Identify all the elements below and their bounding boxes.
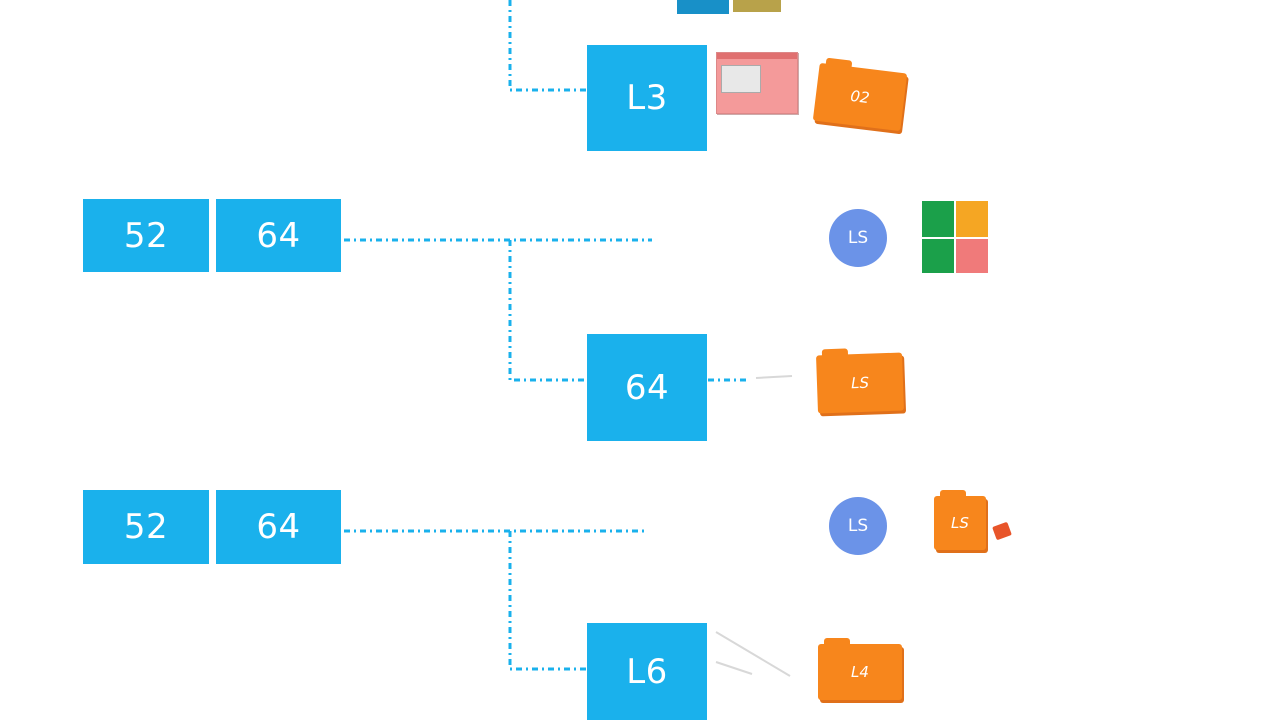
- node-row2-child[interactable]: 64: [587, 334, 707, 441]
- node-row2-a-label: 52: [123, 215, 169, 256]
- top-tile-olive: [733, 0, 781, 12]
- node-row2-child-label: 64: [624, 367, 670, 408]
- node-row3-child[interactable]: L6: [587, 623, 707, 720]
- node-l3-label: L3: [626, 78, 668, 118]
- top-tile-blue: [677, 0, 729, 14]
- node-row3-b-label: 64: [256, 507, 301, 547]
- node-row3-a-label: 52: [123, 507, 169, 547]
- connector-top: [508, 0, 586, 92]
- badge-row2[interactable]: LS: [829, 209, 887, 267]
- badge-row3-label: LS: [847, 516, 869, 536]
- node-row3-b[interactable]: 64: [216, 490, 341, 564]
- connector-row2-down: [508, 240, 586, 382]
- folder-icon-row1[interactable]: 02: [812, 62, 908, 132]
- folder-row3-label: L4: [851, 663, 869, 681]
- sketch-line-row3: [715, 631, 791, 677]
- folder-icon-row3-small[interactable]: LS: [934, 490, 986, 550]
- connector-row3-down: [508, 531, 586, 671]
- grid-tile-icon: [922, 201, 988, 273]
- badge-row3[interactable]: LS: [829, 497, 887, 555]
- node-row2-b[interactable]: 64: [216, 199, 341, 272]
- folder-row3-small-label: LS: [951, 514, 969, 532]
- node-row3-child-label: L6: [626, 651, 668, 692]
- node-row2-a[interactable]: 52: [83, 199, 209, 272]
- folder-icon-row3[interactable]: L4: [818, 638, 902, 700]
- folder-icon-row2[interactable]: LS: [816, 352, 904, 414]
- node-l3[interactable]: L3: [587, 45, 707, 151]
- folder-row2-label: LS: [850, 373, 870, 393]
- badge-row2-label: LS: [847, 228, 869, 248]
- folder-row1-label: 02: [849, 86, 871, 108]
- node-row2-b-label: 64: [256, 215, 301, 256]
- node-row3-a[interactable]: 52: [83, 490, 209, 564]
- window-icon: [716, 52, 798, 114]
- sketch-line-row2: [755, 375, 793, 379]
